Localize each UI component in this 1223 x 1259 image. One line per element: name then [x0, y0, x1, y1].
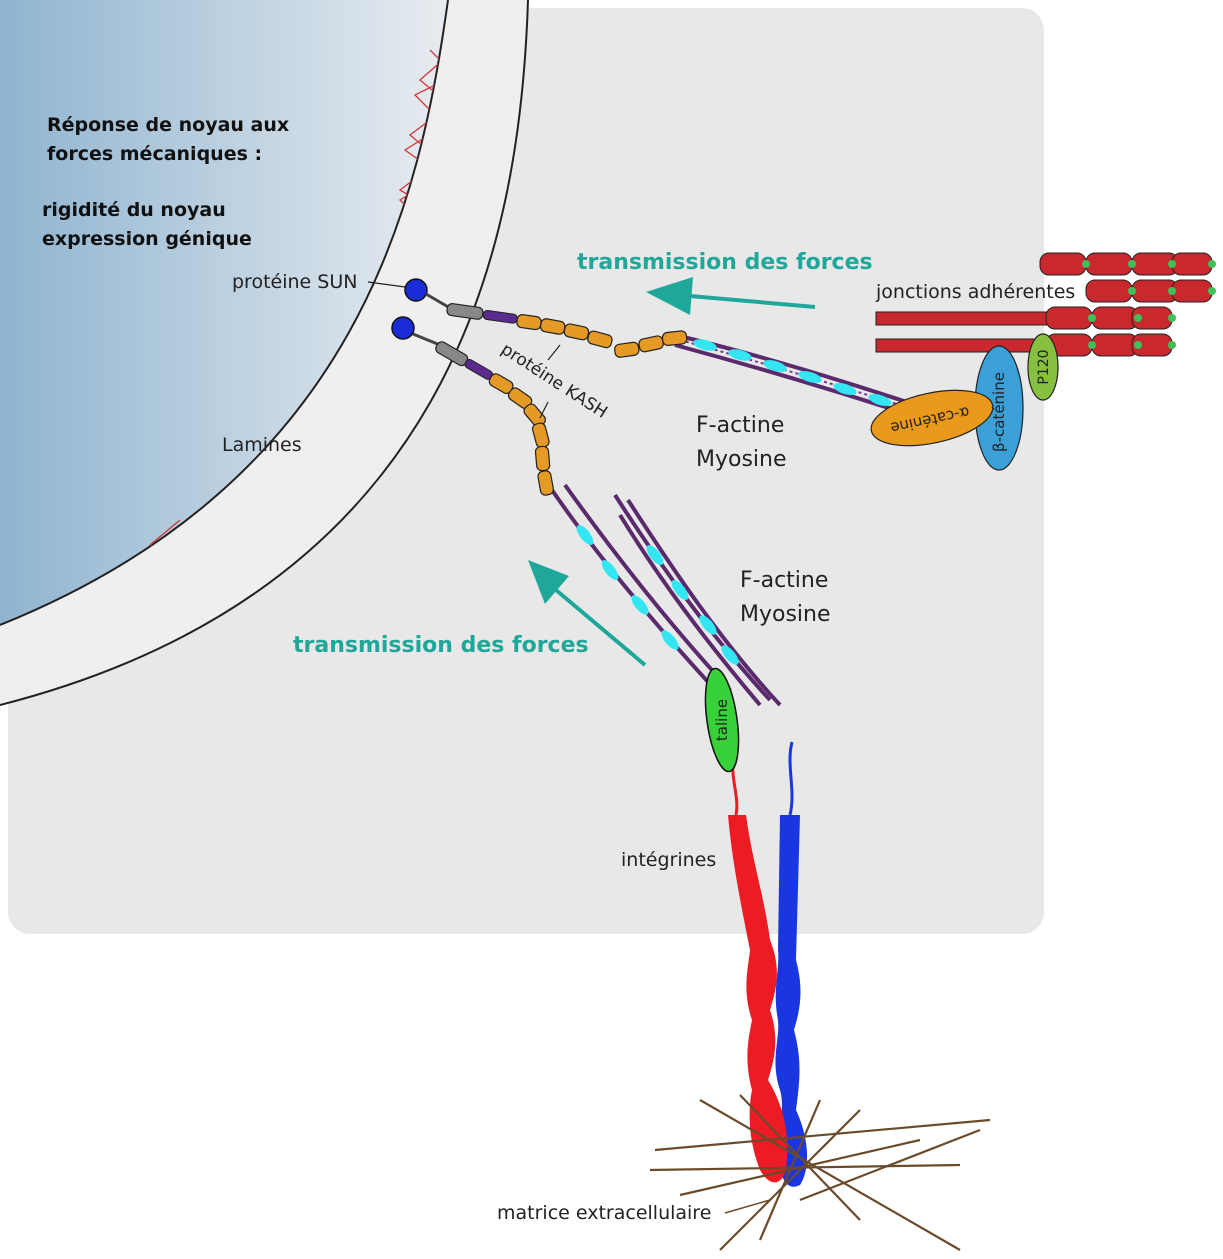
sun-label: protéine SUN — [232, 271, 357, 293]
extracellular-matrix — [650, 1095, 990, 1250]
myosine-label-1: Myosine — [696, 447, 787, 472]
beta-catenin-label: β-caténine — [990, 372, 1008, 452]
jonctions-label: jonctions adhérentes — [875, 281, 1075, 303]
p120-label: P120 — [1036, 349, 1052, 384]
transmission-label-bottom: transmission des forces — [293, 633, 589, 658]
nucleus-effect-line2: expression génique — [42, 228, 252, 250]
matrice-label: matrice extracellulaire — [497, 1202, 711, 1224]
myosine-label-2: Myosine — [740, 602, 831, 627]
lamines-label: Lamines — [222, 434, 302, 456]
talin-label: taline — [713, 699, 731, 741]
factine-label-1: F-actine — [696, 413, 784, 438]
transmission-label-top: transmission des forces — [577, 250, 873, 275]
nucleus-title-line1: Réponse de noyau aux — [47, 114, 289, 136]
nucleus-effect-line1: rigidité du noyau — [42, 199, 226, 221]
factine-label-2: F-actine — [740, 568, 828, 593]
integrines-label: intégrines — [621, 849, 716, 871]
nucleus-title-line2: forces mécaniques : — [47, 143, 262, 165]
